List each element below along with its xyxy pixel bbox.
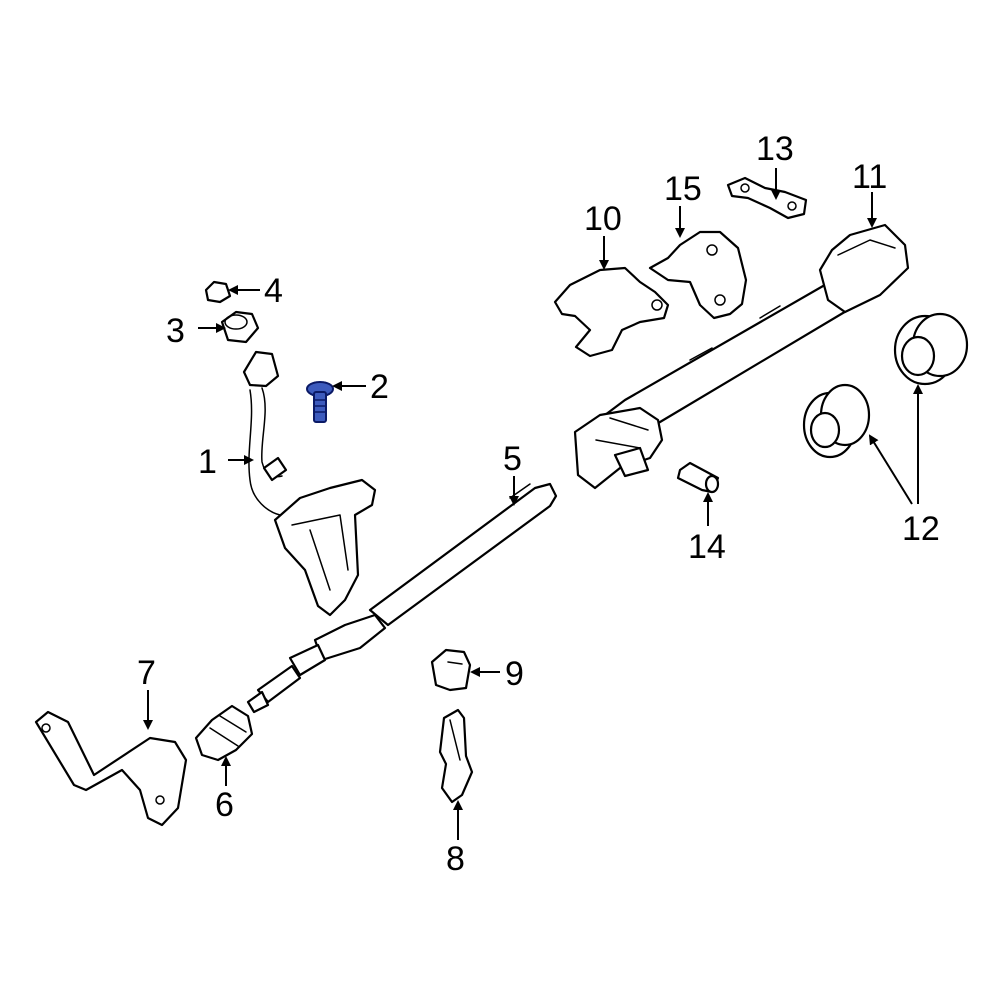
part-13-plate bbox=[726, 176, 808, 220]
callout-labels: 1 2 3 4 5 6 7 8 9 10 11 12 13 14 15 bbox=[137, 130, 940, 878]
part-6-boot bbox=[194, 704, 254, 762]
callout-5: 5 bbox=[503, 440, 522, 478]
callout-3: 3 bbox=[166, 312, 185, 350]
part-2-bolt bbox=[306, 381, 334, 423]
callout-1: 1 bbox=[198, 443, 217, 481]
callout-10: 10 bbox=[584, 200, 622, 238]
leaders bbox=[143, 168, 923, 840]
callout-7: 7 bbox=[137, 654, 156, 692]
part-1-harness bbox=[242, 350, 377, 617]
part-7-bracket bbox=[34, 710, 188, 827]
part-4-cap bbox=[204, 280, 232, 304]
part-8-lever bbox=[438, 708, 474, 804]
part-9-clip bbox=[430, 648, 472, 692]
callout-2: 2 bbox=[370, 368, 389, 406]
part-10-bracket bbox=[553, 266, 670, 358]
callout-8: 8 bbox=[446, 840, 465, 878]
part-3-grommet bbox=[220, 310, 260, 344]
part-15-plate bbox=[648, 230, 748, 320]
callout-11: 11 bbox=[852, 158, 887, 196]
part-5-shaft bbox=[246, 482, 558, 714]
part-14-pin bbox=[676, 461, 720, 494]
callout-4: 4 bbox=[264, 272, 283, 310]
part-11-column-tube bbox=[573, 223, 910, 490]
leader-12a bbox=[868, 434, 913, 505]
callout-12: 12 bbox=[902, 510, 940, 548]
callout-14: 14 bbox=[688, 528, 726, 566]
callout-13: 13 bbox=[756, 130, 794, 168]
callout-9: 9 bbox=[505, 655, 524, 693]
part-12-bushings bbox=[802, 312, 969, 459]
callout-6: 6 bbox=[215, 786, 234, 824]
callout-15: 15 bbox=[664, 170, 702, 208]
